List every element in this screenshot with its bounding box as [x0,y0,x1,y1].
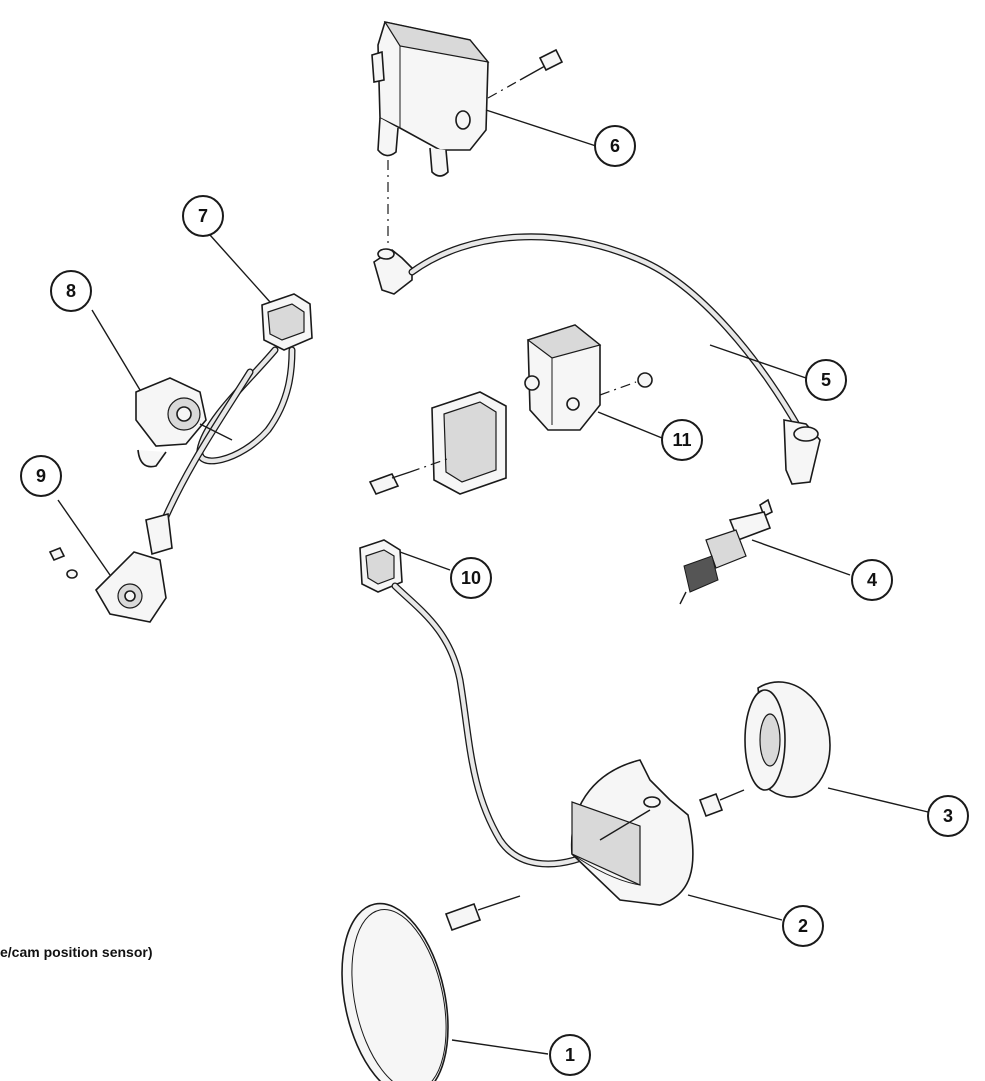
svg-text:11: 11 [672,430,691,450]
callout-6: 6 [594,125,636,167]
callout-11: 11 [661,419,703,461]
svg-text:2: 2 [798,916,808,936]
callout-3: 3 [927,795,969,837]
leader-lines [57,109,929,1055]
callout-1: 1 [549,1034,591,1076]
sensor-harness [48,293,313,623]
callout-10: 10 [450,557,492,599]
coil-bolt [487,48,564,99]
module-block [524,324,653,431]
svg-text:1: 1 [565,1045,575,1065]
ignition-coil [371,21,564,245]
callout-9: 9 [20,455,62,497]
callout-4: 4 [851,559,893,601]
svg-text:4: 4 [867,570,877,590]
svg-text:3: 3 [943,806,953,826]
callout-8: 8 [50,270,92,312]
stator-harness [359,539,604,868]
svg-text:5: 5 [821,370,831,390]
stator-plate [444,759,694,932]
svg-text:7: 7 [198,206,208,226]
spark-plug [679,498,773,605]
callout-7: 7 [182,195,224,237]
callout-5: 5 [805,359,847,401]
spark-plug-wire [373,233,821,485]
rotor [698,681,831,818]
sleeve-and-screw [368,391,507,495]
svg-text:8: 8 [66,281,76,301]
svg-text:9: 9 [36,466,46,486]
partial-caption: e/cam position sensor) [0,944,153,960]
svg-text:10: 10 [461,568,481,588]
svg-text:6: 6 [610,136,620,156]
cover-disc [341,902,449,1081]
callout-2: 2 [782,905,824,947]
